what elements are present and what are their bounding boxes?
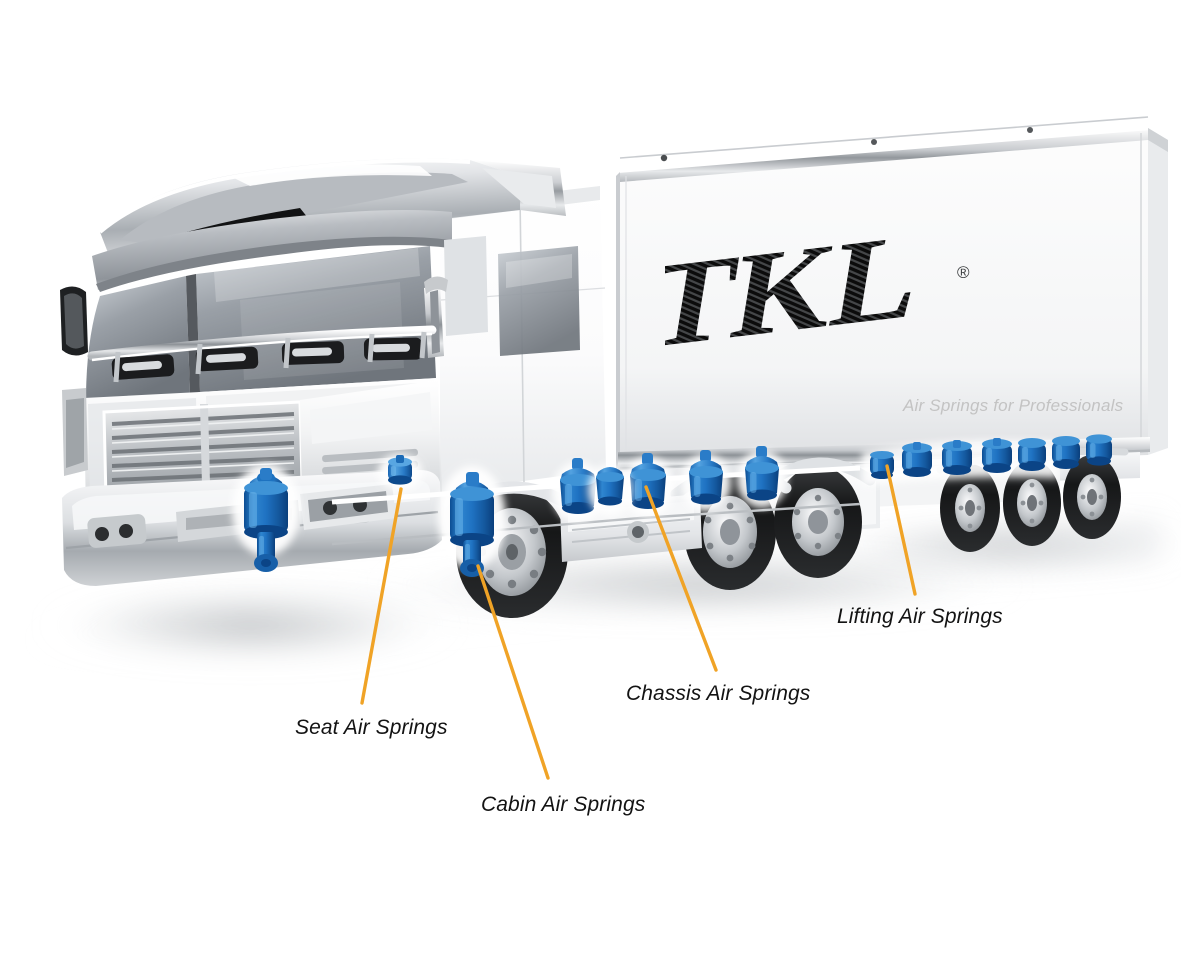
leader-line-chassis bbox=[644, 485, 718, 672]
label-cabin-air-springs: Cabin Air Springs bbox=[481, 793, 646, 816]
chassis-air-springs bbox=[552, 446, 787, 522]
tkl-logo: TKL ® bbox=[638, 207, 1005, 375]
label-chassis-air-springs: Chassis Air Springs bbox=[626, 682, 811, 705]
leader-line-seat bbox=[360, 487, 403, 705]
label-lifting-air-springs: Lifting Air Springs bbox=[837, 605, 1003, 628]
light-bar bbox=[87, 325, 437, 383]
seat-air-spring bbox=[378, 454, 422, 490]
lifting-air-springs bbox=[862, 434, 1112, 486]
leader-lines bbox=[360, 464, 917, 780]
tkl-logo-svg: TKL ® bbox=[638, 207, 970, 375]
leader-line-lifting bbox=[885, 464, 917, 596]
tkl-logo-text: TKL bbox=[665, 232, 930, 362]
cabin-air-spring-front bbox=[232, 464, 300, 572]
brand-tagline: Air Springs for Professionals bbox=[903, 396, 1124, 415]
label-seat-air-springs: Seat Air Springs bbox=[295, 716, 448, 739]
registered-trademark-icon: ® bbox=[957, 263, 970, 282]
leader-line-cabin bbox=[476, 564, 550, 780]
cabin-air-spring-rear bbox=[438, 466, 506, 577]
